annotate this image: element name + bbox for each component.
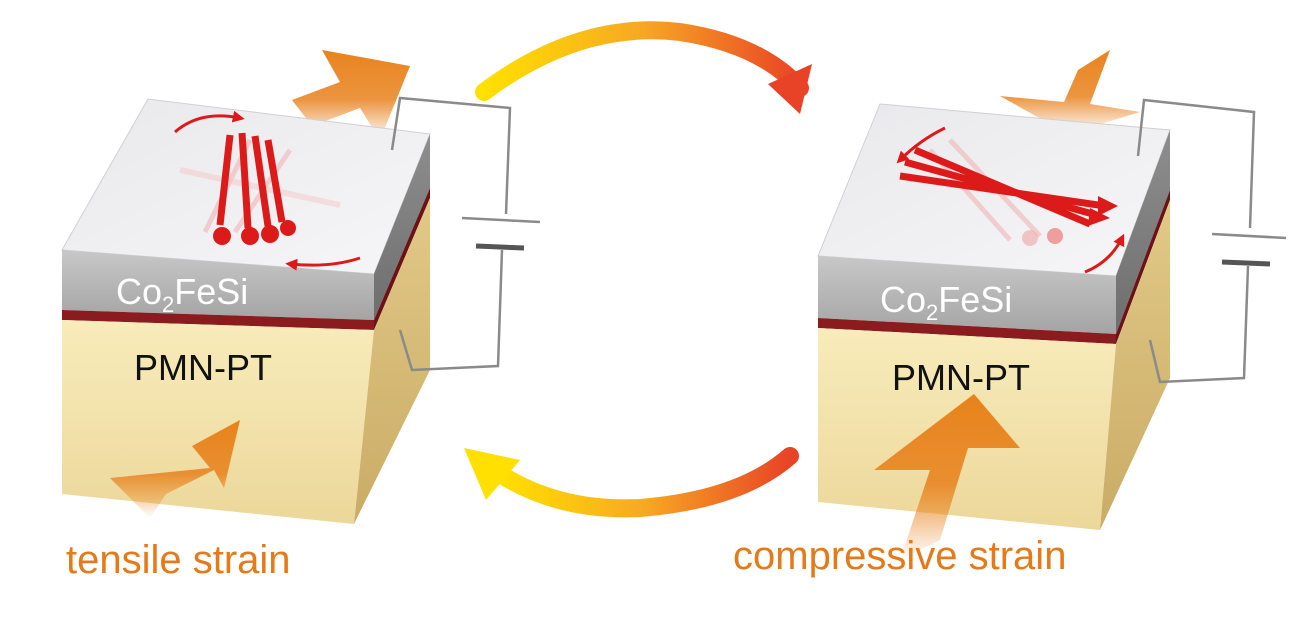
film-side-face-right	[1116, 130, 1170, 334]
film-front-face	[62, 250, 374, 320]
substrate-side-face	[354, 198, 430, 524]
right-substrate-label: PMN-PT	[892, 357, 1030, 398]
interface-side-right	[1116, 190, 1170, 344]
cycle-arrow-top	[475, 21, 812, 114]
tensile-strain-caption: tensile strain	[66, 538, 291, 582]
tensile-arrow-up	[292, 50, 410, 140]
substrate-side-face-right	[1100, 200, 1170, 530]
interface-front-right	[818, 318, 1116, 344]
tensile-arrow-down	[110, 420, 240, 518]
film-front-face-right	[818, 256, 1116, 334]
compressive-arrow-up	[874, 394, 1020, 560]
interface-side	[374, 188, 430, 330]
left-circuit	[390, 96, 541, 372]
right-block: Co2FeSi PMN-PT	[817, 50, 1171, 560]
film-side-face	[374, 134, 430, 320]
left-film-label: Co2FeSi	[116, 271, 248, 317]
right-magnet-arrows	[896, 126, 1125, 274]
left-block: Co2FeSi PMN-PT	[61, 50, 431, 524]
left-magnet-arrows	[174, 110, 361, 271]
compressive-arrow-down	[1000, 50, 1140, 134]
left-substrate-label: PMN-PT	[134, 347, 272, 388]
right-film-label: Co2FeSi	[880, 279, 1012, 325]
right-circuit	[1136, 98, 1287, 384]
compressive-strain-caption: compressive strain	[733, 534, 1067, 578]
interface-front	[62, 310, 374, 330]
cycle-arrow-bottom	[464, 447, 799, 518]
substrate-front-face	[62, 320, 374, 524]
